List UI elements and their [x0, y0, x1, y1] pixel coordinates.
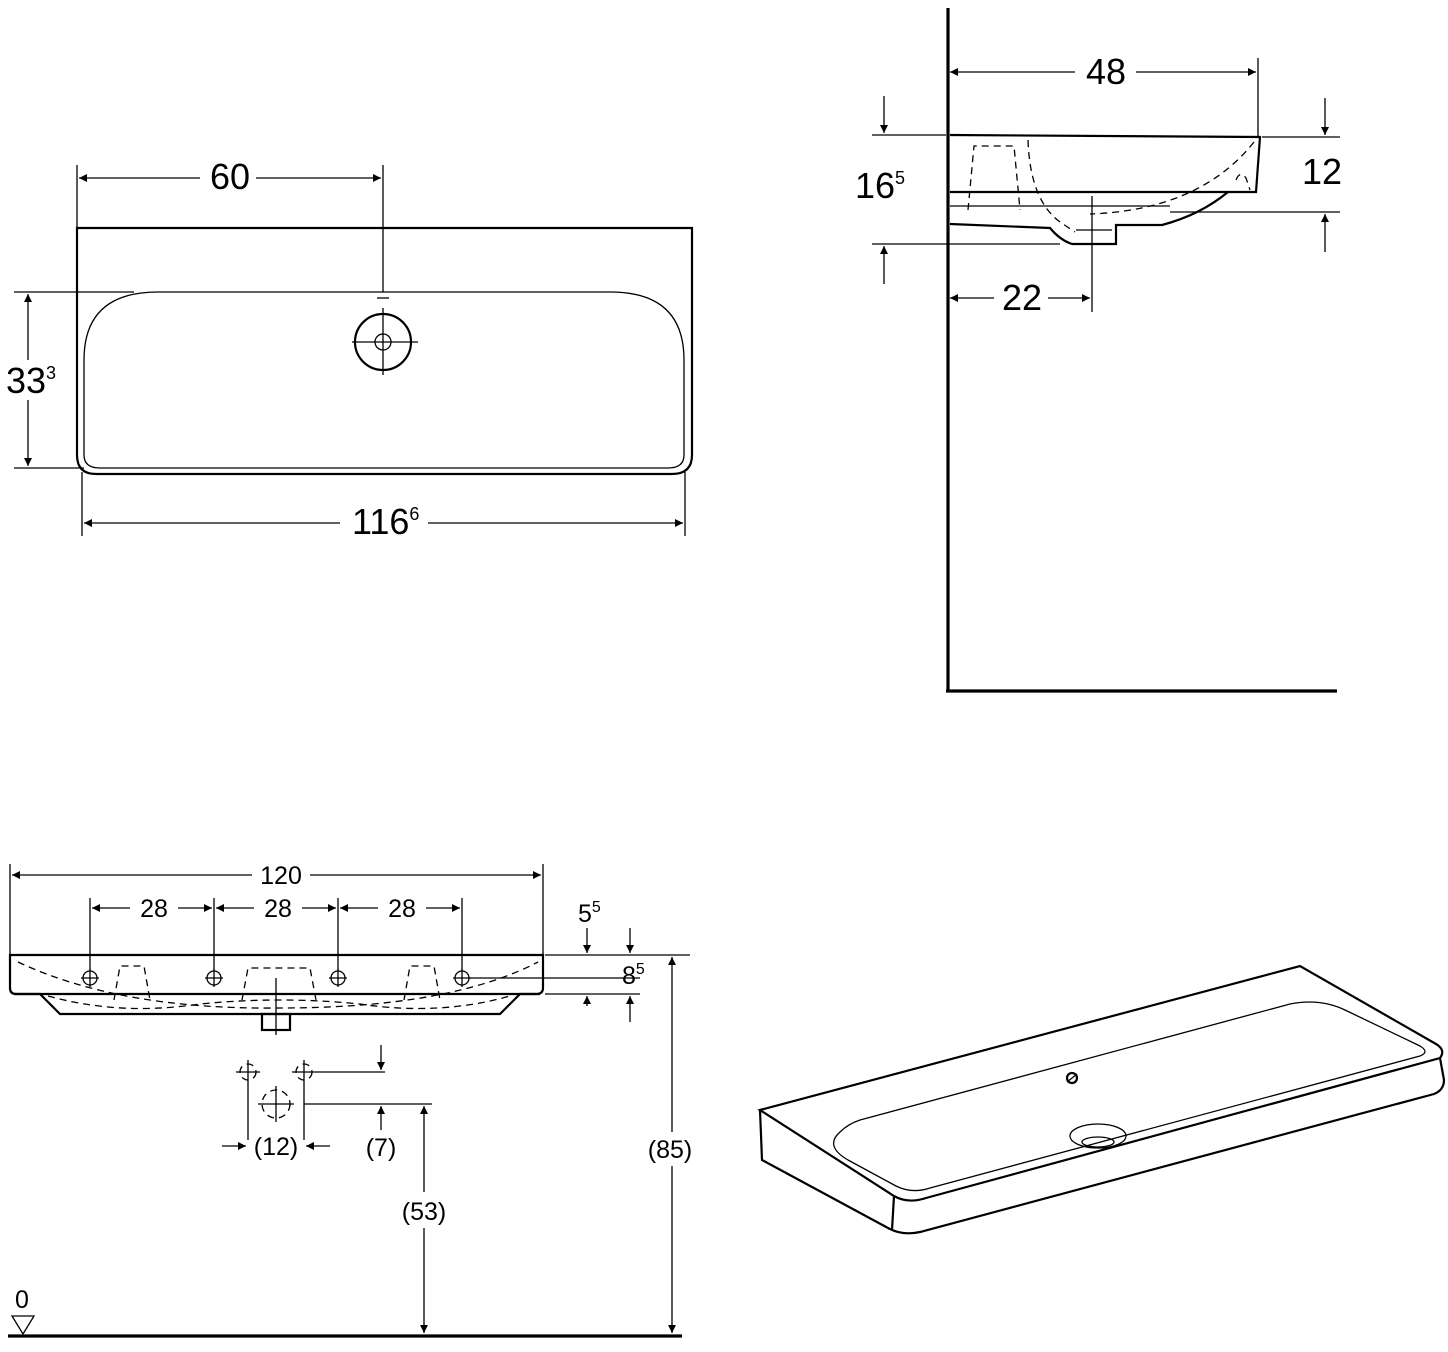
drain-symbol — [352, 297, 418, 375]
dim-rim: 12 — [1302, 151, 1342, 192]
dim-hole-spacing: 28 — [140, 895, 168, 923]
dim-width: 1166 — [352, 501, 419, 542]
dim-drain-height: (53) — [402, 1198, 446, 1226]
basin-bowl-top — [83, 291, 685, 469]
dim-depth: 48 — [1086, 51, 1126, 92]
dim-total-width: 120 — [260, 862, 302, 890]
dim-drain-offset: 60 — [210, 156, 250, 197]
dim-rim-large: 85 — [622, 961, 645, 990]
perspective-view — [757, 964, 1446, 1235]
basin-front — [8, 953, 545, 1016]
drain-hole — [1069, 1123, 1127, 1149]
side-view: 48 165 12 22 — [855, 8, 1342, 693]
basin-outline-top — [75, 226, 694, 476]
tap-connections — [236, 1060, 385, 1140]
floor-level-label: 0 — [15, 1286, 29, 1314]
dim-hole-spacing: 28 — [264, 895, 292, 923]
floor-level-marker — [10, 1315, 36, 1336]
basin-profile — [949, 133, 1262, 246]
dim-bowl-depth: 333 — [6, 360, 56, 401]
basin-top-surface — [757, 964, 1444, 1202]
dim-rim-small: 55 — [578, 899, 601, 928]
top-view: 60 333 1166 — [6, 156, 694, 542]
dim-height: 165 — [855, 165, 905, 206]
dim-tap-offset: (7) — [366, 1134, 397, 1162]
dim-hole-spacing: 28 — [388, 895, 416, 923]
overflow-hole — [1065, 1071, 1079, 1085]
tap-holes — [81, 969, 471, 987]
dim-tap-spacing: (12) — [254, 1133, 298, 1161]
dim-mount-height: (85) — [648, 1136, 692, 1164]
basin-bowl-perspective — [832, 1001, 1426, 1192]
front-view: 120 28 28 28 55 85 ( — [8, 862, 692, 1338]
dim-drain-from-wall: 22 — [1002, 277, 1042, 318]
